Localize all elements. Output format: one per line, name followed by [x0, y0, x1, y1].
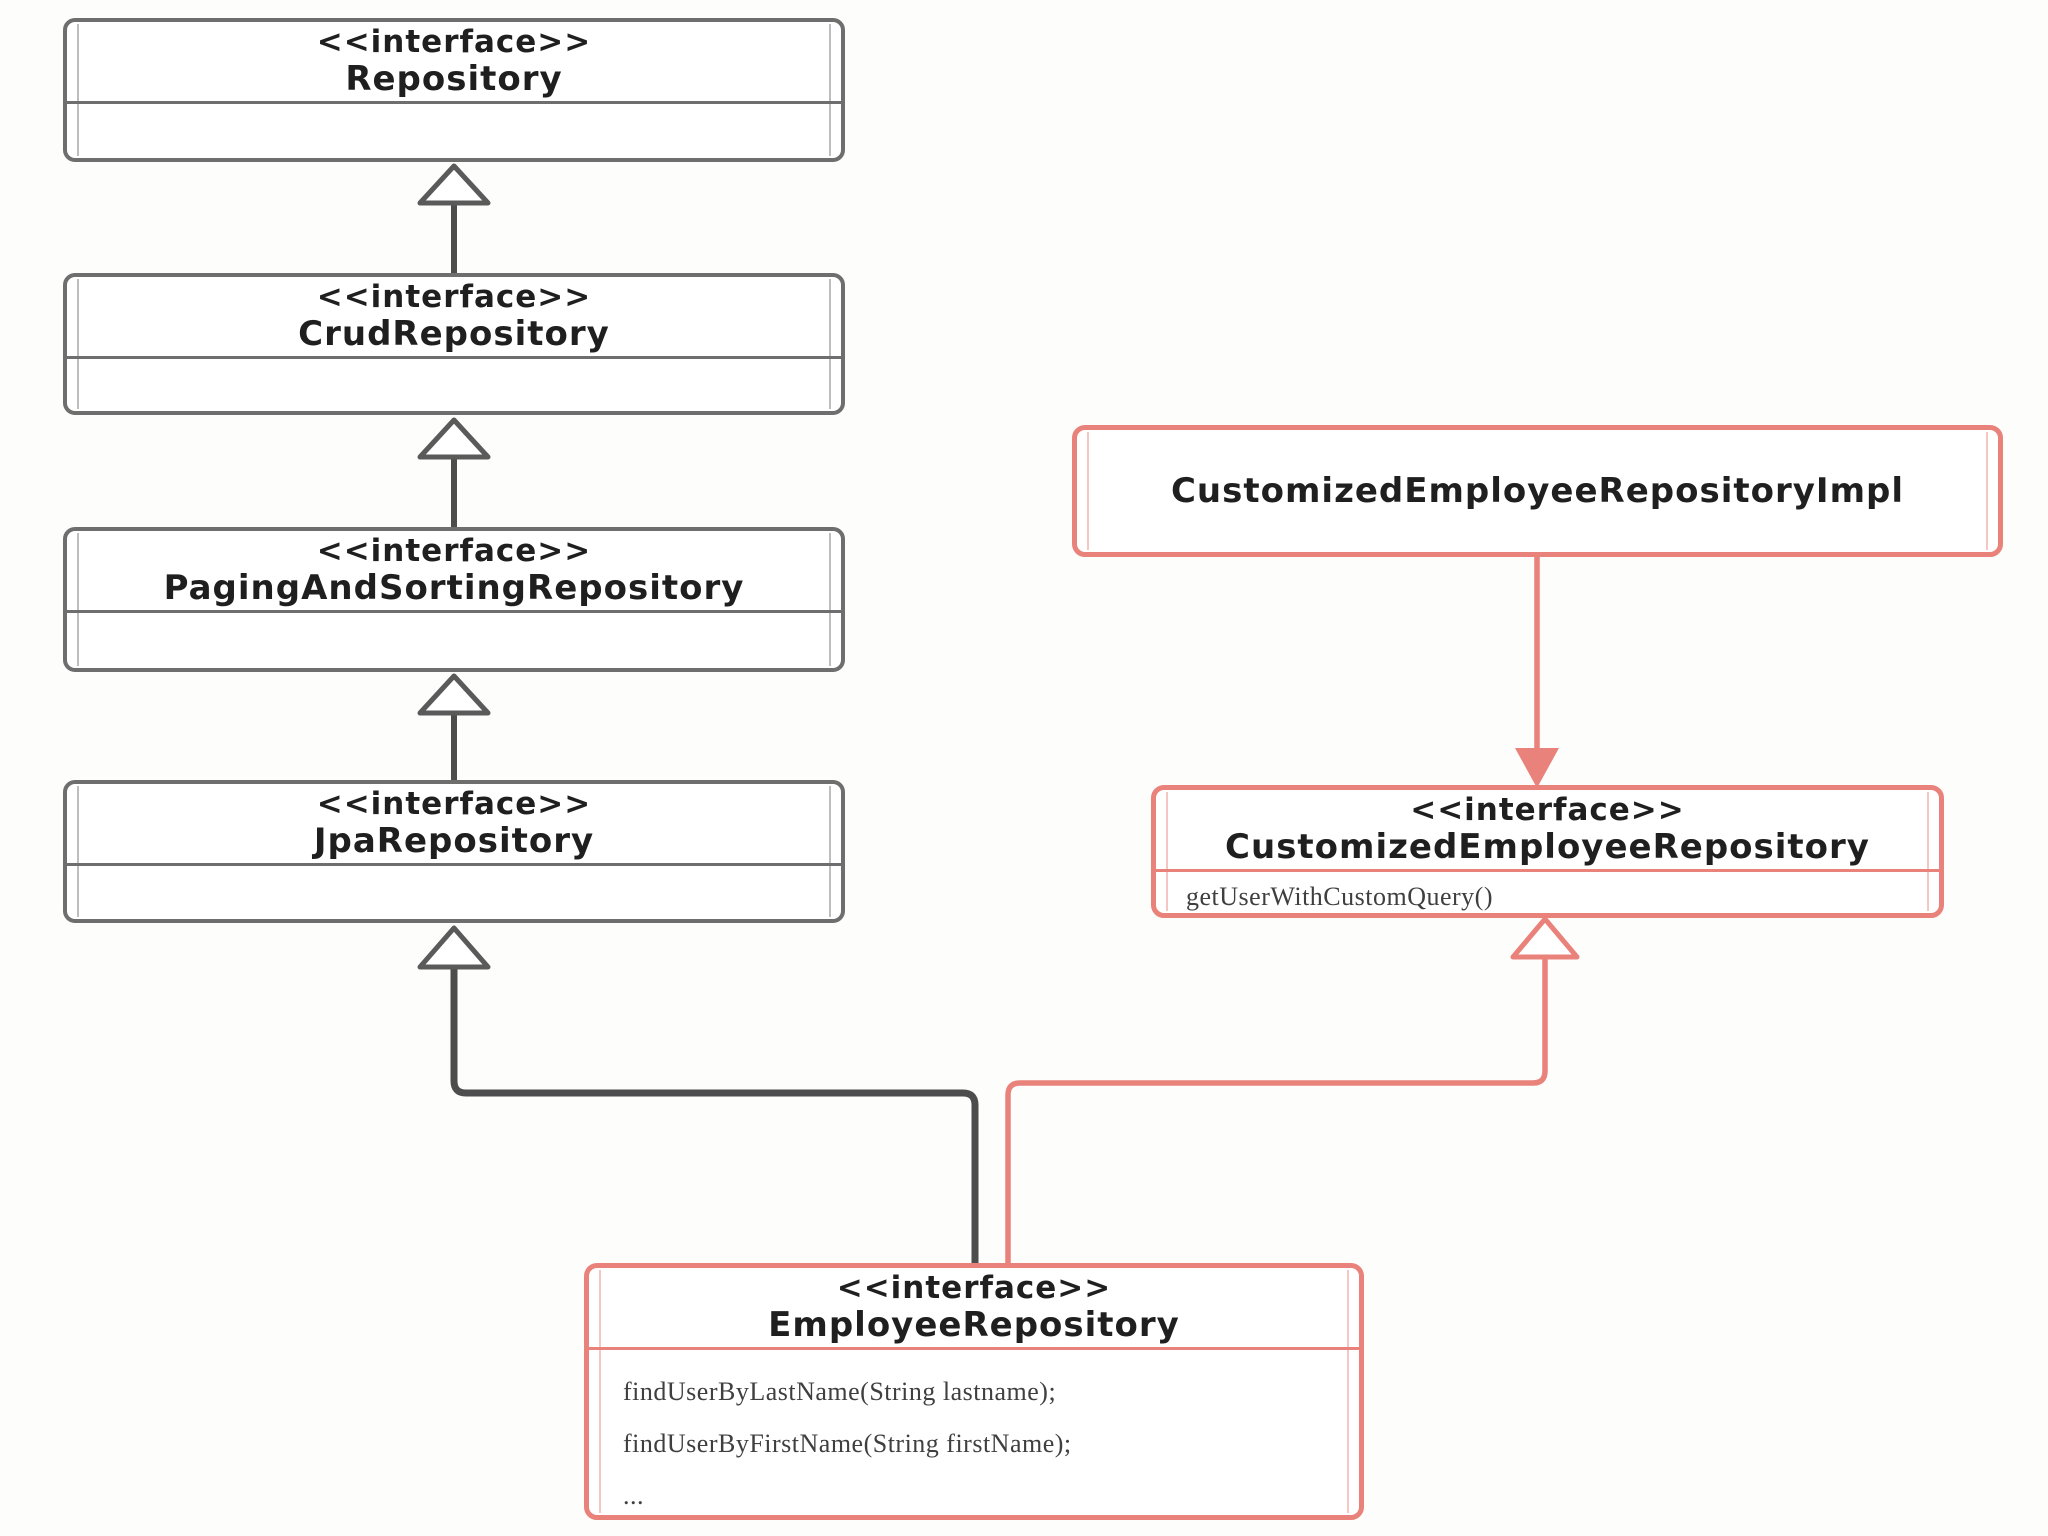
class-repository: <<interface>> Repository	[63, 18, 845, 162]
class-customized-employee-repository-title: <<interface>> CustomizedEmployeeReposito…	[1156, 790, 1939, 872]
class-repository-title: <<interface>> Repository	[67, 22, 841, 104]
class-jpa-repository: <<interface>> JpaRepository	[63, 780, 845, 923]
class-crud-repository: <<interface>> CrudRepository	[63, 273, 845, 415]
class-name: CustomizedEmployeeRepository	[1225, 827, 1870, 867]
class-name: JpaRepository	[313, 821, 595, 861]
class-name: CustomizedEmployeeRepositoryImpl	[1170, 471, 1904, 511]
generalization-arrowhead-jpa	[417, 925, 491, 970]
class-employee-repository: <<interface>> EmployeeRepository findUse…	[584, 1263, 1364, 1520]
class-customized-employee-repository-impl-title: CustomizedEmployeeRepositoryImpl	[1077, 430, 1998, 552]
generalization-arrowhead-repository	[417, 163, 491, 206]
stereotype-label: <<interface>>	[316, 24, 592, 60]
edge-employee-to-customized-interface	[1005, 957, 1548, 1265]
stereotype-label: <<interface>>	[1410, 792, 1685, 828]
generalization-arrowhead-paging	[417, 673, 491, 716]
class-name: EmployeeRepository	[768, 1305, 1180, 1345]
generalization-arrowhead-customized-interface	[1510, 916, 1580, 960]
class-crud-repository-title: <<interface>> CrudRepository	[67, 277, 841, 359]
generalization-arrowhead-crud	[417, 417, 491, 460]
class-name: Repository	[345, 59, 563, 99]
class-name: CrudRepository	[298, 314, 610, 354]
class-paging-and-sorting-repository-title: <<interface>> PagingAndSortingRepository	[67, 531, 841, 613]
class-jpa-repository-title: <<interface>> JpaRepository	[67, 784, 841, 866]
class-customized-employee-repository-impl: CustomizedEmployeeRepositoryImpl	[1072, 425, 2003, 557]
stereotype-label: <<interface>>	[316, 533, 592, 569]
class-employee-repository-title: <<interface>> EmployeeRepository	[589, 1268, 1359, 1350]
method: findUserByLastName(String lastname);	[623, 1377, 1057, 1406]
method: findUserByFirstName(String firstName);	[623, 1429, 1072, 1458]
method: ...	[623, 1481, 644, 1510]
edge-employee-to-jpa	[450, 967, 979, 1265]
stereotype-label: <<interface>>	[316, 786, 592, 822]
arrowhead-impl-to-customized-interface	[1515, 748, 1559, 788]
methods-compartment: getUserWithCustomQuery()	[1156, 872, 1939, 916]
class-customized-employee-repository: <<interface>> CustomizedEmployeeReposito…	[1151, 785, 1944, 918]
stereotype-label: <<interface>>	[316, 279, 592, 315]
method: getUserWithCustomQuery()	[1186, 882, 1494, 911]
methods-compartment: findUserByLastName(String lastname); fin…	[589, 1350, 1359, 1522]
stereotype-label: <<interface>>	[836, 1270, 1112, 1306]
class-name: PagingAndSortingRepository	[163, 568, 745, 608]
class-paging-and-sorting-repository: <<interface>> PagingAndSortingRepository	[63, 527, 845, 672]
